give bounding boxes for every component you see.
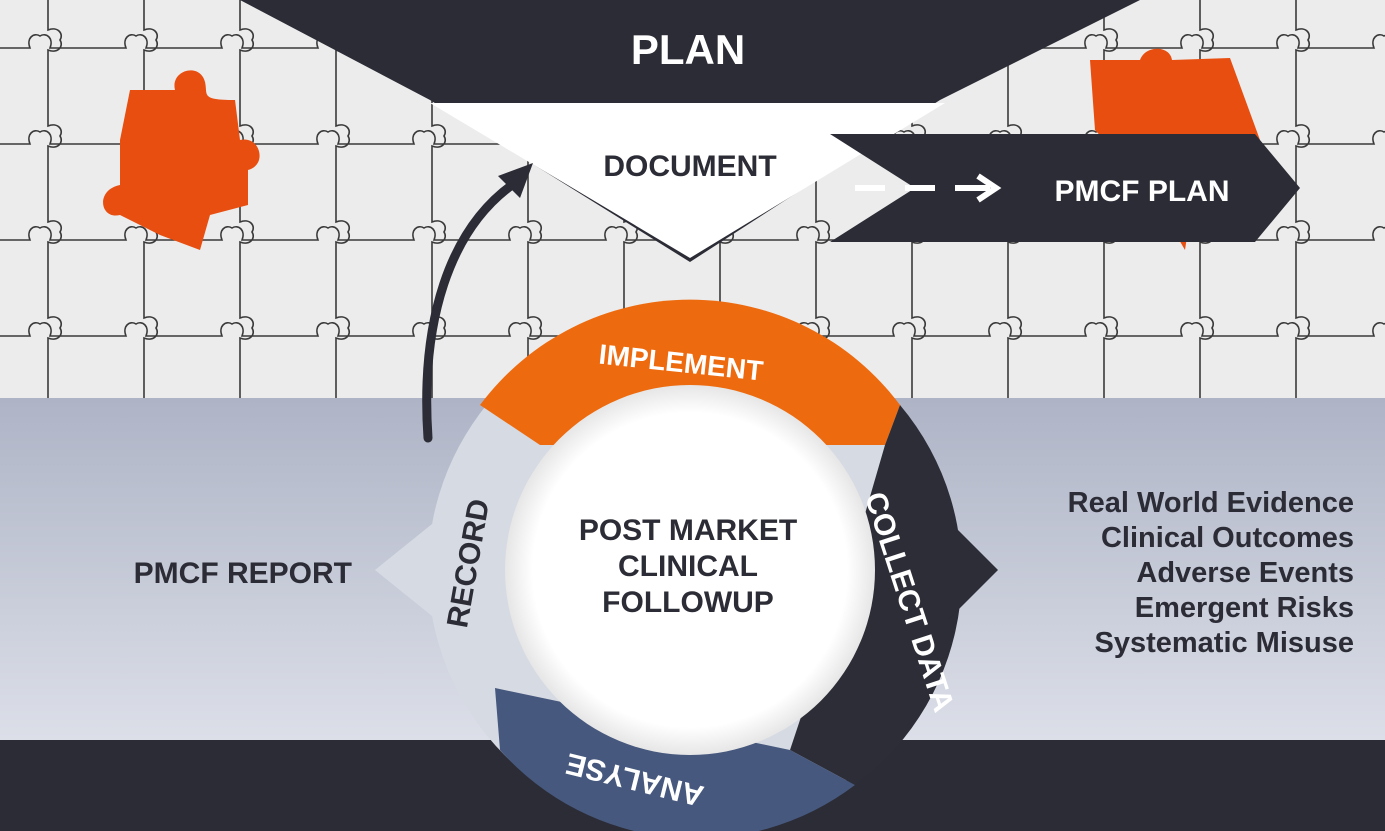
data-item: Real World Evidence: [1068, 487, 1354, 519]
data-items-list: Real World Evidence Clinical Outcomes Ad…: [1068, 487, 1354, 659]
data-item: Systematic Misuse: [1094, 627, 1354, 659]
cycle-center: [505, 385, 875, 755]
segment-collect-data: [790, 405, 962, 785]
pmcf-plan-label: PMCF PLAN: [1055, 175, 1230, 208]
data-item: Emergent Risks: [1135, 592, 1354, 624]
segment-analyse: [495, 688, 855, 831]
report-pointer: [375, 520, 437, 620]
segment-implement: [480, 299, 900, 445]
missing-puzzle-piece-left: [103, 70, 260, 251]
center-line-3: FOLLOWUP: [602, 586, 774, 619]
plan-label: PLAN: [631, 26, 745, 73]
data-pointer: [948, 520, 998, 620]
return-arrow: [422, 163, 533, 443]
pmcf-plan-banner: [830, 134, 1300, 242]
pmcf-report-label: PMCF REPORT: [134, 557, 352, 590]
data-item: Clinical Outcomes: [1101, 522, 1354, 554]
center-line-2: CLINICAL: [618, 550, 758, 583]
center-line-1: POST MARKET: [579, 514, 797, 547]
dashed-arrow-to-plan: [855, 173, 1002, 203]
document-label: DOCUMENT: [603, 150, 776, 183]
pmcf-cycle: [375, 299, 998, 831]
document-banner: [430, 103, 945, 258]
data-item: Adverse Events: [1136, 557, 1354, 589]
